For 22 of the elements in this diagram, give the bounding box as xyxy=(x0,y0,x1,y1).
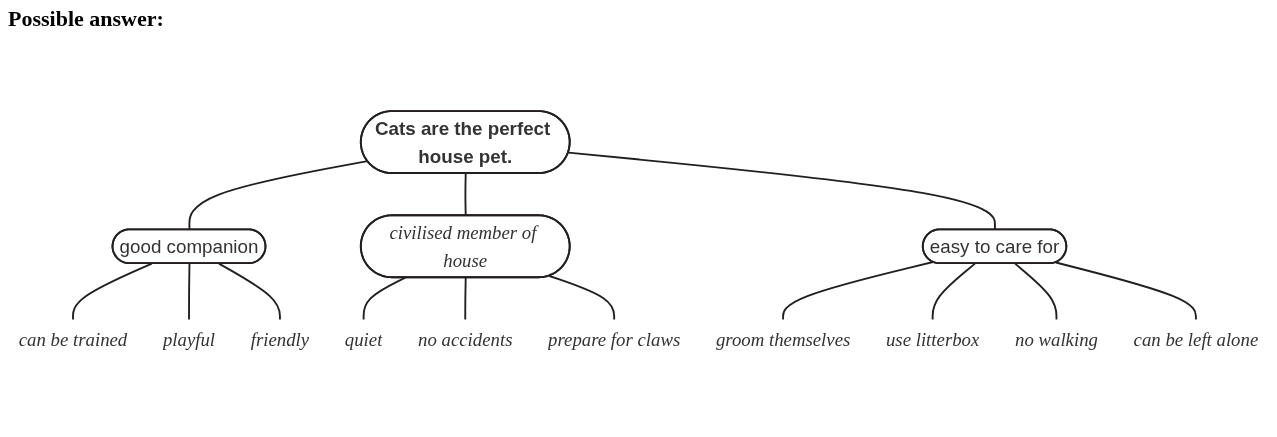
title: Possible answer: xyxy=(8,6,164,32)
connector xyxy=(188,160,369,231)
node-text: quiet xyxy=(344,328,383,350)
connector xyxy=(218,262,281,321)
connector xyxy=(72,262,153,321)
node-text: no walking xyxy=(1014,328,1098,350)
node-text: can be trained xyxy=(18,328,128,350)
node-text: can be left alone xyxy=(1133,328,1259,350)
connector xyxy=(782,261,934,321)
connector xyxy=(188,262,191,321)
connector xyxy=(931,262,976,321)
connector xyxy=(1014,262,1058,321)
node-text: groom themselves xyxy=(715,328,851,350)
node-text: no accidents xyxy=(418,328,513,350)
connector xyxy=(464,276,467,321)
node-text: friendly xyxy=(250,328,310,350)
connector xyxy=(464,172,467,217)
connector xyxy=(1055,261,1197,321)
connector xyxy=(362,276,407,321)
node-text: use litterbox xyxy=(885,328,980,350)
connector xyxy=(567,151,996,231)
connector xyxy=(548,275,616,321)
